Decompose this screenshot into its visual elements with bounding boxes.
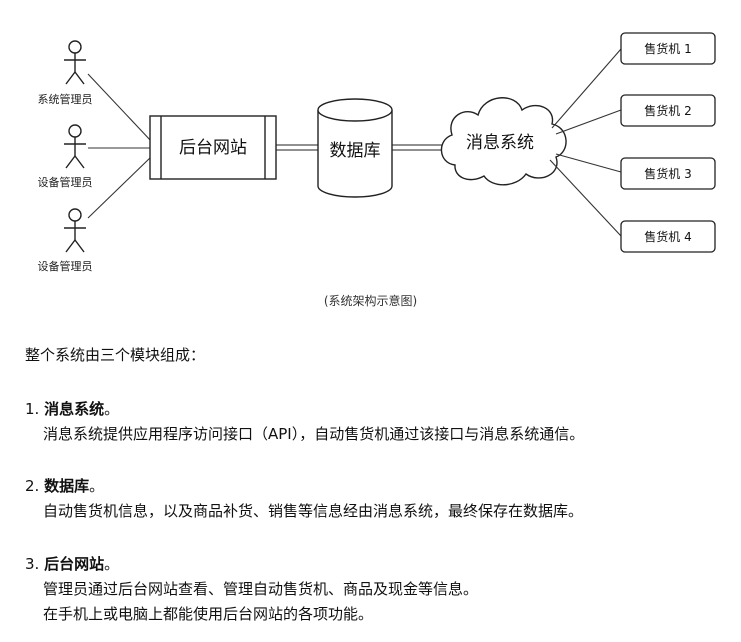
section-3-heading: 3. 后台网站。 [25,553,119,574]
machine-label-1: 售货机 1 [644,41,691,56]
db-messaging-link [392,144,450,151]
section-2-number: 2. [25,477,40,495]
actor-figure-3 [64,208,86,253]
section-3-suffix: 。 [104,555,120,573]
machine-label-2: 售货机 2 [644,103,691,118]
machine-box-4 [620,220,716,253]
machine-label-3: 售货机 3 [644,166,691,181]
machine-connectors [549,48,622,237]
section-3-line-2: 在手机上或电脑上都能使用后台网站的各项功能。 [43,605,374,623]
database-label: 数据库 [330,141,381,161]
section-3-line-1: 管理员通过后台网站查看、管理自动售货机、商品及现金等信息。 [43,580,479,598]
diagram-caption: (系统架构示意图) [323,294,418,308]
section-2-line-1: 自动售货机信息，以及商品补货、销售等信息经由消息系统，最终保存在数据库。 [43,502,584,520]
website-db-link [276,144,318,151]
machine-box-1 [620,32,716,65]
section-2-suffix: 。 [89,477,105,495]
section-2-heading: 2. 数据库。 [25,475,104,496]
section-1-heading: 1. 消息系统。 [25,398,119,419]
website-box [149,115,277,180]
actor-label-3: 设备管理员 [38,259,93,273]
database-cylinder [317,98,393,198]
machine-label-4: 售货机 4 [644,229,691,244]
section-1-line-1: 消息系统提供应用程序访问接口（API），自动售货机通过该接口与消息系统通信。 [43,425,585,443]
machine-box-2 [620,94,716,127]
section-3-number: 3. [25,555,40,573]
section-3-title: 后台网站 [44,555,105,573]
intro-text: 整个系统由三个模块组成： [25,346,206,364]
architecture-diagram: 系统管理员 设备管理员 设备管理员 后台网站 数据库 [38,32,716,273]
actor-label-1: 系统管理员 [38,92,93,106]
actor-label-2: 设备管理员 [38,175,93,189]
actor-figure-1 [64,40,86,85]
section-2-title: 数据库 [44,477,90,495]
actor-figure-2 [64,124,86,169]
machine-box-3 [620,157,716,190]
website-label: 后台网站 [179,138,247,158]
section-1-title: 消息系统 [44,400,105,418]
section-1-suffix: 。 [104,400,120,418]
messaging-cloud [440,97,567,186]
actor-connectors [87,73,153,219]
messaging-label: 消息系统 [466,133,534,153]
section-1-number: 1. [25,400,40,418]
